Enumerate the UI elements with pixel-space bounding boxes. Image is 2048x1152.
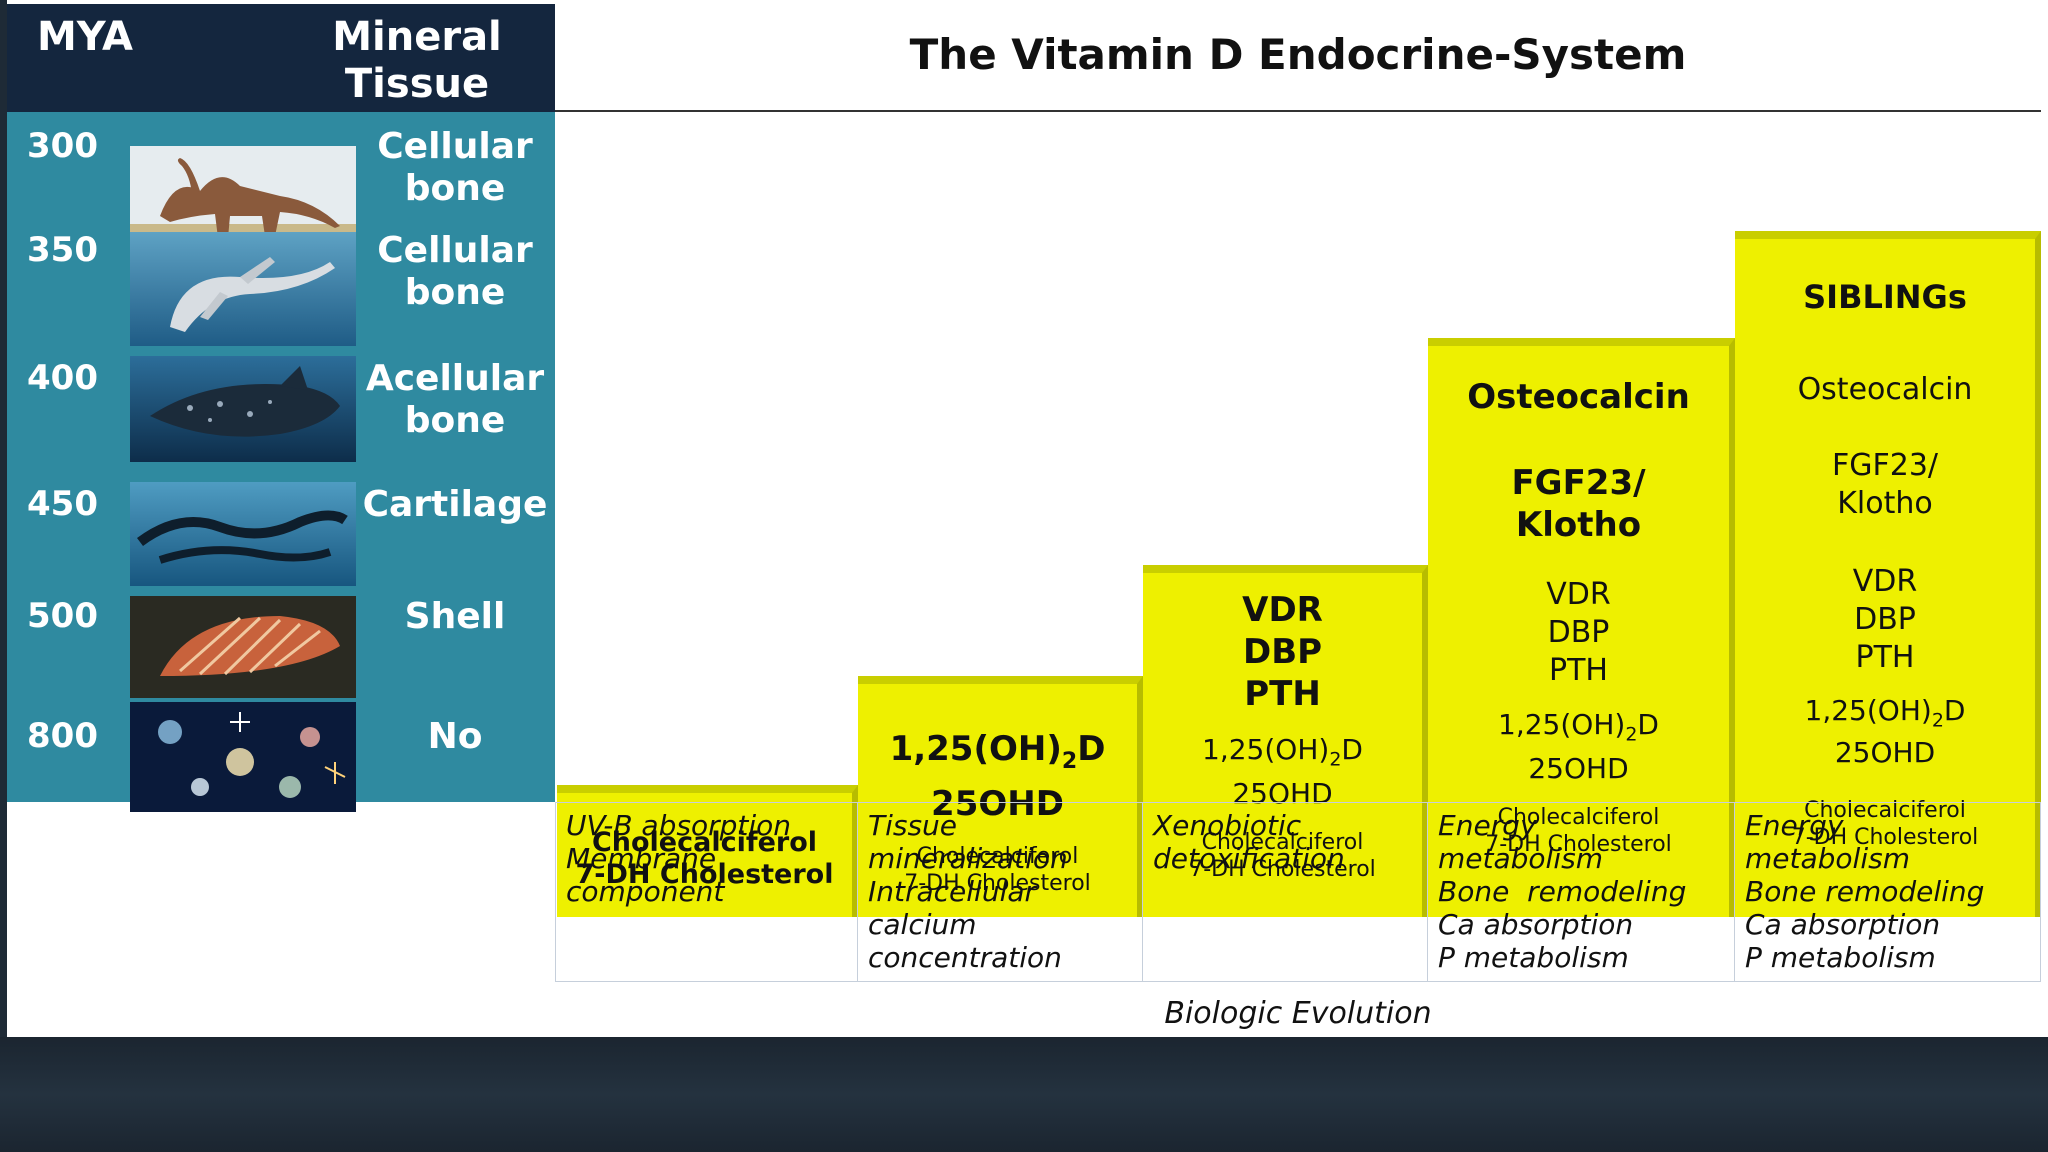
column-line: Cholecalciferol [1497, 804, 1660, 830]
description-line: Xenobiotic [1153, 809, 1302, 842]
column-stage-3: VDR DBP PTH 1,25(OH)2D 25OHD Cholecalcif… [1143, 565, 1428, 917]
description-line: Energy [1438, 809, 1537, 842]
column-line: PTH [1549, 653, 1608, 688]
description-line: metabolism [1745, 842, 1910, 875]
column-line: 25OHD [1528, 751, 1629, 785]
column-line: PTH [1855, 640, 1915, 675]
era-row: 450 Cartilage [7, 482, 555, 592]
description-cell: Xenobiotic detoxification [1143, 803, 1428, 981]
column-head-line: Klotho [1515, 505, 1642, 545]
column-head-line: 1,25(OH)2D [889, 729, 1106, 774]
description-line: metabolism [1438, 842, 1603, 875]
column-head-line: VDR [1242, 590, 1323, 630]
column-head-line: FGF23/ [1511, 463, 1646, 503]
column-line: 7-DH Cholesterol [1189, 856, 1376, 882]
column-line: 25OHD [1834, 735, 1936, 769]
description-line: Membrane [566, 842, 717, 875]
slide-bottom-background [0, 1037, 2048, 1152]
description-line: Intracellular [868, 875, 1037, 908]
left-header: MYA Mineral Tissue [7, 4, 555, 112]
description-line: Bone remodeling [1745, 875, 1985, 908]
title-divider [555, 110, 2041, 112]
era-tissue: Acellular bone [365, 358, 545, 441]
era-tissue: Cartilage [362, 484, 548, 525]
description-cell: Tissue mineralization Intracellular calc… [858, 803, 1143, 981]
era-panel: 300 Cellular bone 350 Cellular bone [7, 112, 555, 812]
description-line: component [566, 875, 725, 908]
description-line: detoxification [1153, 842, 1345, 875]
mya-header: MYA [37, 14, 133, 60]
coelacanth-illustration [130, 356, 356, 462]
era-mya: 300 [27, 126, 98, 166]
description-line: mineralization [868, 842, 1068, 875]
description-line: P metabolism [1438, 941, 1629, 974]
era-row: 800 No [7, 702, 555, 812]
era-tissue: No [427, 716, 483, 757]
era-mya: 800 [27, 716, 98, 756]
column-head-line: Cholecalciferol [591, 827, 818, 858]
era-tissue: Cellular bone [377, 126, 533, 209]
column-line: 7-DH Cholesterol [904, 870, 1091, 896]
column-head-line: 7-DH Cholesterol [575, 859, 834, 890]
column-line: Klotho [1837, 486, 1933, 521]
description-line: calcium [868, 908, 977, 941]
column-line: 1,25(OH)2D [1202, 733, 1363, 771]
column-stage-2: 1,25(OH)2D 25OHD Cholecalciferol 7-DH Ch… [858, 676, 1143, 917]
column-head-line: PTH [1244, 674, 1321, 714]
eel-illustration [130, 482, 356, 586]
column-stage-4: Osteocalcin FGF23/ Klotho VDR DBP PTH 1,… [1428, 338, 1735, 917]
footer-caption: Biologic Evolution [1164, 996, 1432, 1031]
column-line: 1,25(OH)2D [1804, 694, 1966, 732]
column-line: VDR [1852, 564, 1918, 599]
description-line: concentration [868, 941, 1062, 974]
description-line: P metabolism [1745, 941, 1936, 974]
description-line: Bone remodeling [1438, 875, 1687, 908]
description-line: Ca absorption [1745, 908, 1941, 941]
description-cell: Energy metabolism Bone remodeling Ca abs… [1735, 803, 2040, 981]
description-cell: Energy metabolism Bone remodeling Ca abs… [1428, 803, 1735, 981]
column-line: 7-DH Cholesterol [1485, 831, 1672, 857]
plesiosaur-illustration [130, 232, 356, 346]
description-line: UV-B absorption [566, 809, 791, 842]
era-tissue: Shell [404, 596, 506, 637]
page-title: The Vitamin D Endocrine-System [909, 30, 1687, 79]
scallop-shell-illustration [130, 596, 356, 698]
era-row: 400 Acellular bone [7, 356, 555, 478]
era-row: 300 Cellular bone [7, 126, 555, 250]
column-head-line: SIBLINGs [1803, 278, 1967, 316]
era-mya: 350 [27, 230, 98, 270]
column-line: 7-DH Cholesterol [1791, 824, 1979, 850]
plankton-illustration [130, 702, 356, 812]
description-cell: UV-B absorption Membrane component [556, 803, 858, 981]
column-line: Cholecalciferol [1201, 829, 1364, 855]
description-line: Tissue [868, 809, 958, 842]
description-line: Ca absorption [1438, 908, 1634, 941]
column-line: FGF23/ [1831, 448, 1939, 483]
column-line: VDR [1546, 577, 1611, 612]
era-mya: 500 [27, 596, 98, 636]
description-line: Energy [1745, 809, 1844, 842]
era-mya: 450 [27, 484, 98, 524]
era-tissue: Cellular bone [377, 230, 533, 313]
era-mya: 400 [27, 358, 98, 398]
column-line: Cholecalciferol [916, 843, 1079, 869]
era-row: 500 Shell [7, 596, 555, 708]
column-stage-1: Cholecalciferol 7-DH Cholesterol [557, 785, 858, 917]
mineral-tissue-header: Mineral Tissue [332, 14, 502, 107]
column-head-line: DBP [1242, 632, 1323, 672]
column-line: 1,25(OH)2D [1498, 708, 1659, 746]
column-line: DBP [1547, 615, 1610, 650]
function-descriptions: UV-B absorption Membrane component Tissu… [555, 802, 2041, 982]
column-line: Cholecalciferol [1804, 797, 1966, 823]
column-line: DBP [1854, 602, 1916, 637]
column-line: Osteocalcin [1797, 372, 1973, 407]
column-line: 25OHD [1232, 776, 1333, 810]
era-row: 350 Cellular bone [7, 230, 555, 350]
column-head-line: 25OHD [931, 783, 1064, 824]
column-head-line: Osteocalcin [1467, 377, 1690, 417]
